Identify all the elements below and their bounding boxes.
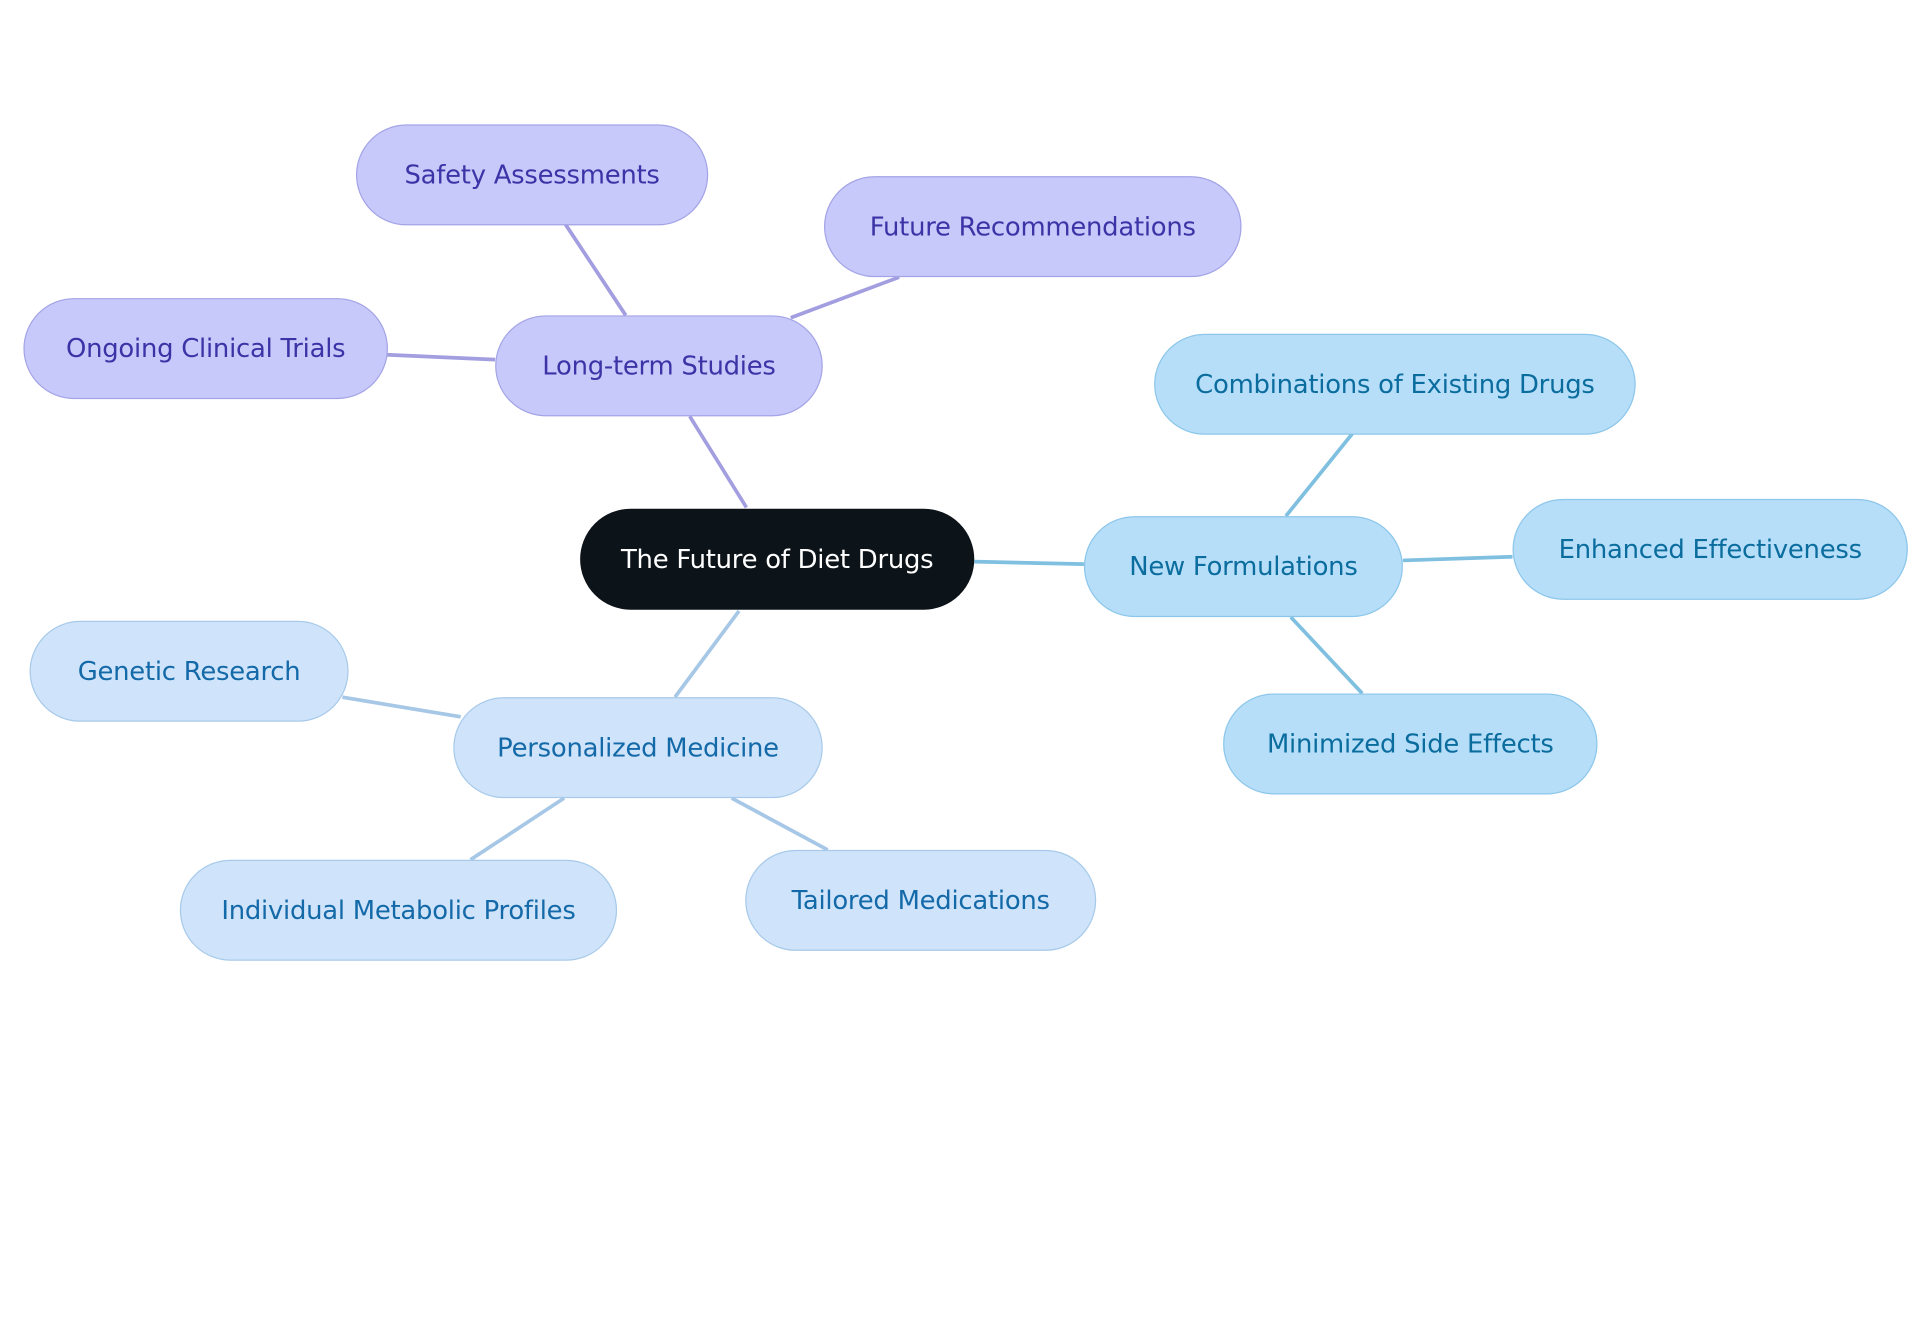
leaf-node-safety-assessments: Safety Assessments xyxy=(355,124,709,226)
leaf-node-future-recommendations: Future Recommendations xyxy=(824,176,1242,278)
branch-node-personalized-medicine: Personalized Medicine xyxy=(453,697,823,799)
connector-lines xyxy=(342,223,1513,862)
leaf-node-minimized-side-effects: Minimized Side Effects xyxy=(1223,693,1598,795)
branch-node-long-term-studies: Long-term Studies xyxy=(495,315,823,417)
edge-personalized-genetic xyxy=(342,695,461,719)
edge-long-term-ongoing xyxy=(386,352,496,362)
leaf-node-genetic-research: Genetic Research xyxy=(29,620,349,722)
leaf-node-enhanced-effectiveness: Enhanced Effectiveness xyxy=(1512,498,1908,600)
leaf-node-individual-metabolic-profiles: Individual Metabolic Profiles xyxy=(179,859,618,961)
leaf-node-combinations-of-existing-drugs: Combinations of Existing Drugs xyxy=(1154,333,1636,435)
edge-long-term-future xyxy=(790,275,900,320)
edge-new-formulations-minimized xyxy=(1289,615,1364,695)
leaf-node-tailored-medications: Tailored Medications xyxy=(745,849,1097,951)
edge-personalized-tailored xyxy=(730,796,829,852)
root-node: The Future of Diet Drugs xyxy=(580,508,975,610)
edge-root-personalized xyxy=(673,609,741,699)
edge-long-term-safety xyxy=(563,223,628,317)
edge-root-new-formulations xyxy=(974,559,1084,566)
edge-new-formulations-combinations xyxy=(1284,432,1354,518)
leaf-node-ongoing-clinical-trials: Ongoing Clinical Trials xyxy=(23,298,388,400)
branch-node-new-formulations: New Formulations xyxy=(1083,516,1403,618)
edge-personalized-individual xyxy=(469,796,566,862)
edge-new-formulations-enhanced xyxy=(1402,554,1513,563)
edge-root-long-term xyxy=(688,415,748,509)
mind-map-stage: The Future of Diet Drugs Long-term Studi… xyxy=(23,124,1908,961)
